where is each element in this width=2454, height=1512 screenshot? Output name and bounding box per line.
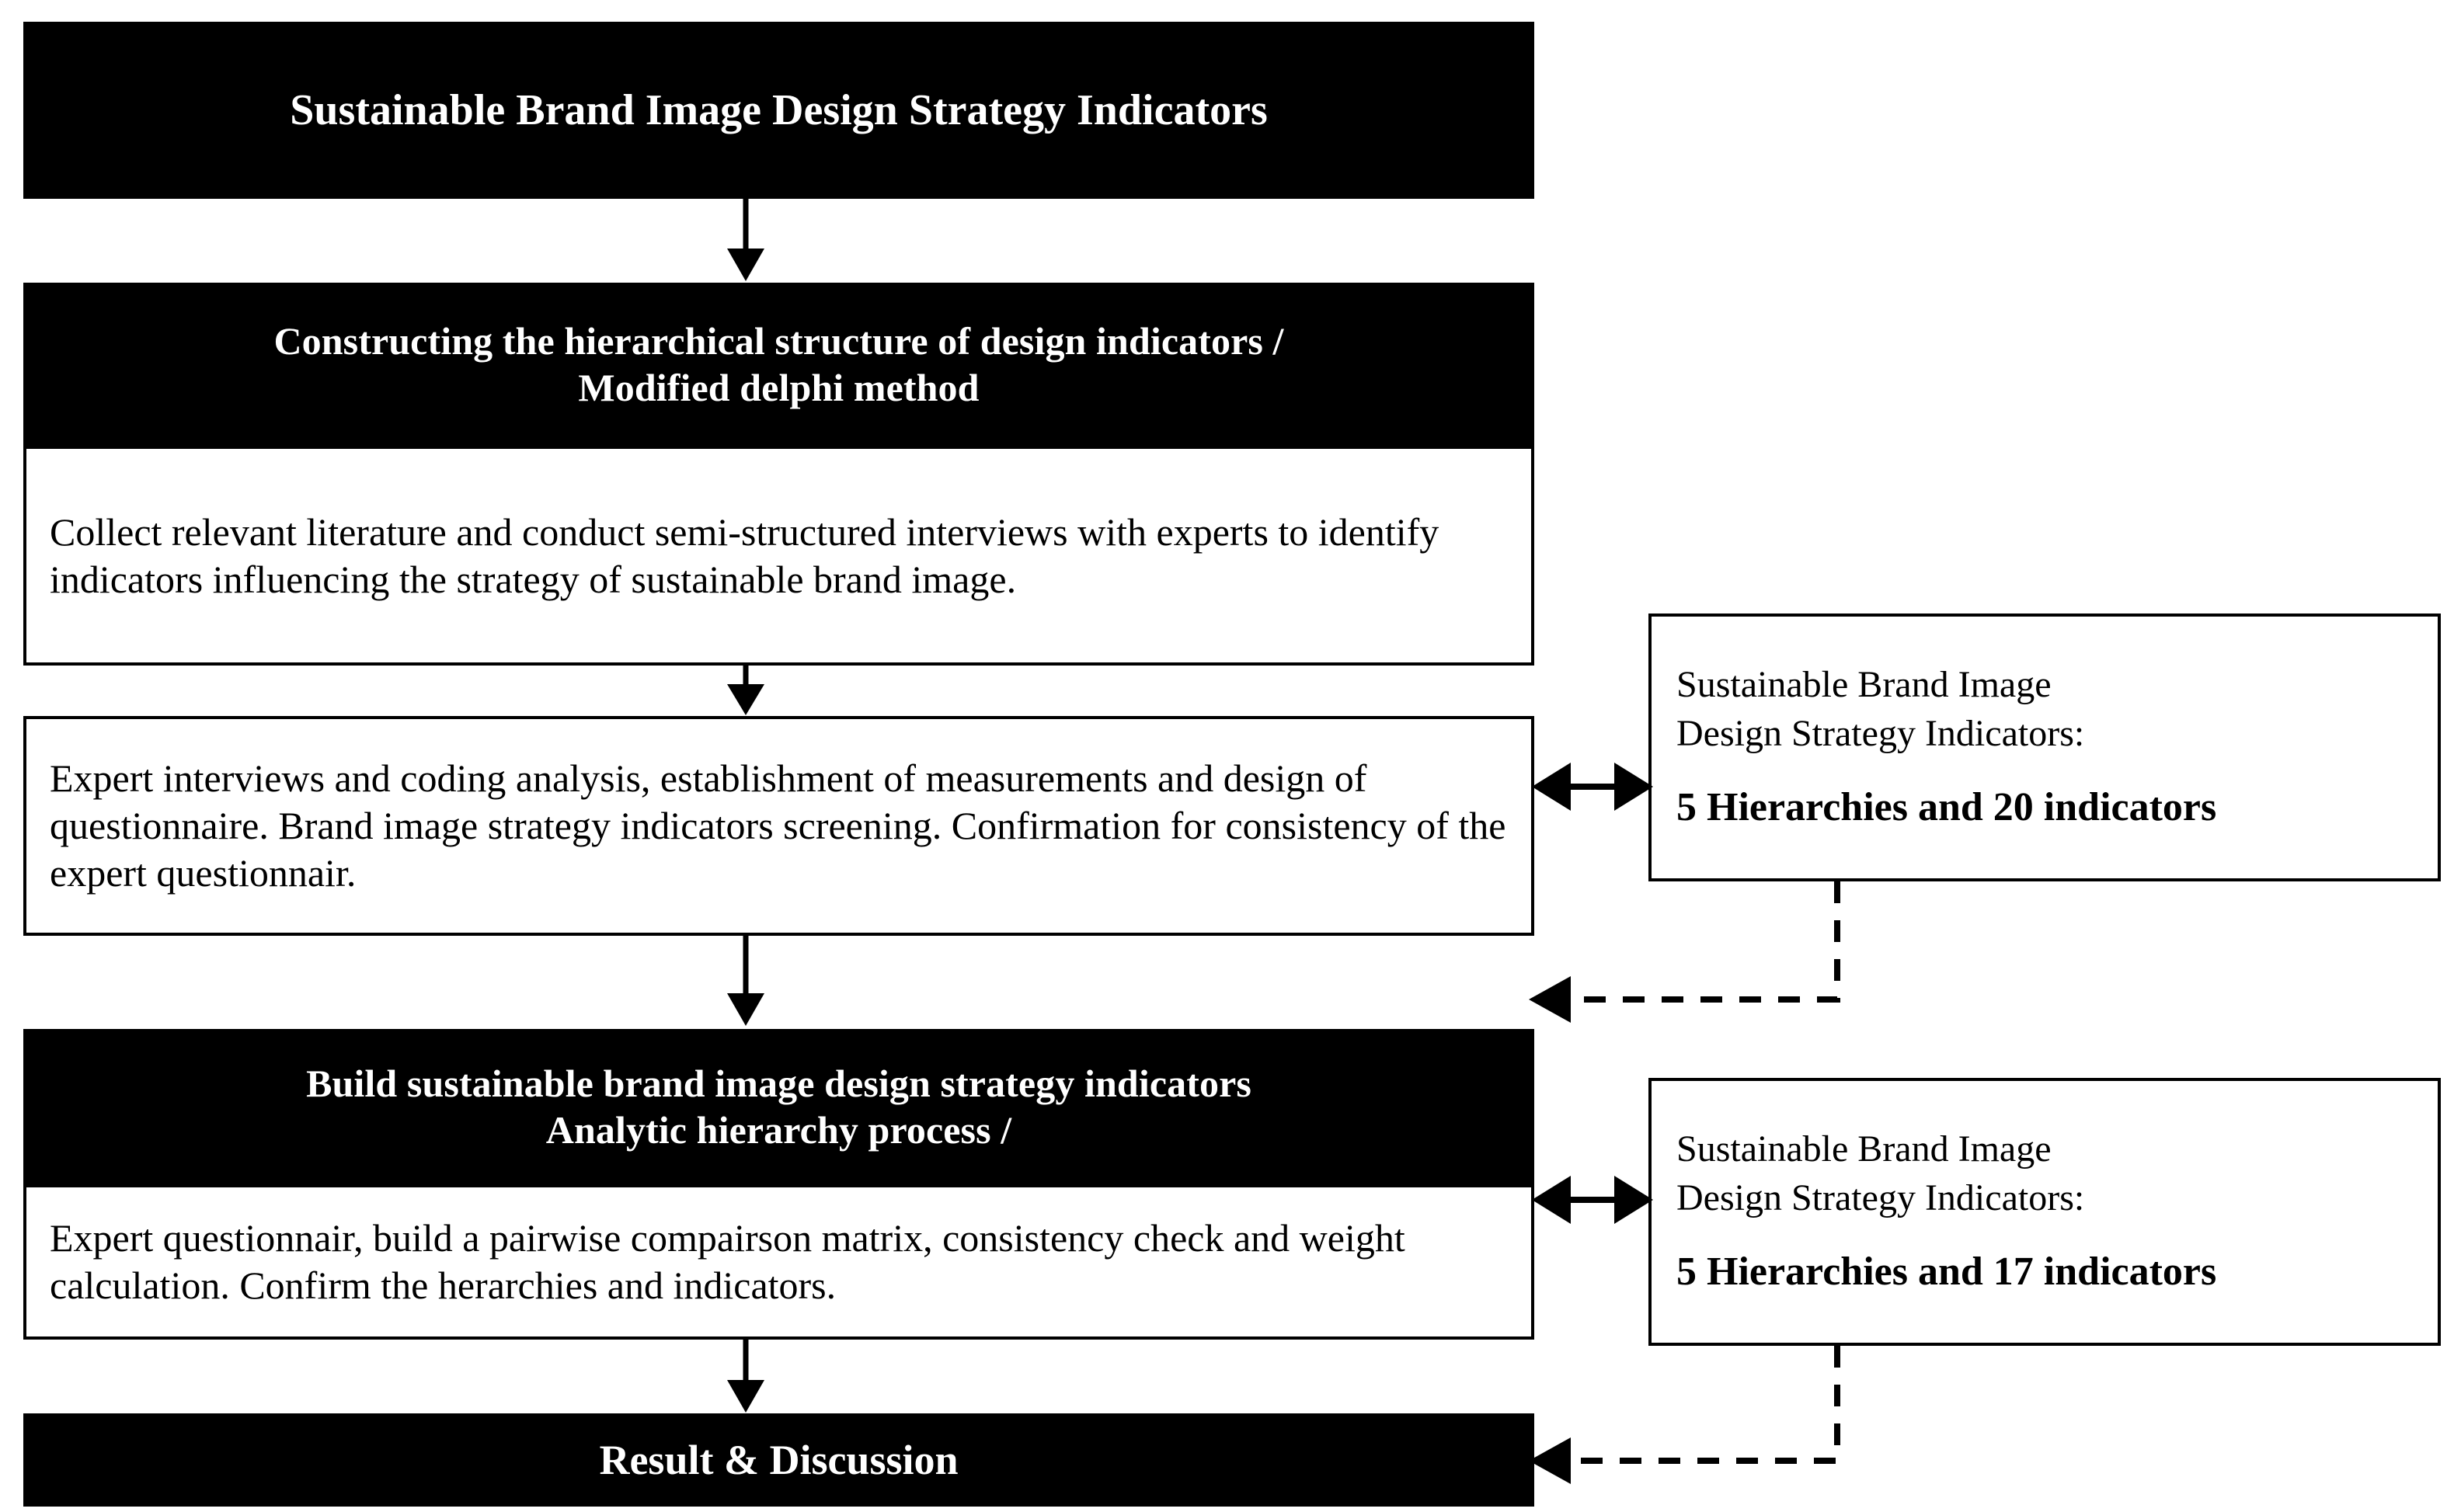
stage2-header-line1: Build sustainable brand image design str…: [306, 1062, 1251, 1105]
connector-stage2-to-panel2: [1532, 1176, 1653, 1224]
side-panel-1-line2: Design Strategy Indicators:: [1676, 712, 2085, 754]
side-panel-1: Sustainable Brand Image Design Strategy …: [1648, 613, 2441, 881]
side-panel-2-text: Sustainable Brand Image Design Strategy …: [1652, 1125, 2438, 1298]
title-box: Sustainable Brand Image Design Strategy …: [23, 22, 1534, 199]
result-box: Result & Discussion: [23, 1413, 1534, 1507]
stage2-body-box: Expert questionnair, build a pairwise co…: [23, 1184, 1534, 1340]
connector-detail-to-panel1: [1532, 763, 1653, 811]
stage1-header-line2: Modified delphi method: [578, 366, 980, 409]
connector-panel2-to-result-dashed: [1529, 1346, 1840, 1484]
side-panel-2: Sustainable Brand Image Design Strategy …: [1648, 1078, 2441, 1346]
stage1-header-box: Constructing the hierarchical structure …: [23, 283, 1534, 446]
stage2-header-line2: Analytic hierarchy process /: [545, 1108, 1012, 1152]
stage2-body-text: Expert questionnair, build a pairwise co…: [50, 1216, 1405, 1307]
stage1-detail-text: Expert interviews and coding analysis, e…: [50, 756, 1506, 895]
side-panel-2-emphasis: 5 Hierarchies and 17 indicators: [1676, 1250, 2217, 1295]
connector-panel1-to-stage2-dashed: [1529, 881, 1840, 1023]
connector-detail-to-stage2: [727, 936, 764, 1026]
side-panel-2-line2: Design Strategy Indicators:: [1676, 1177, 2085, 1218]
side-panel-1-text: Sustainable Brand Image Design Strategy …: [1652, 661, 2438, 833]
side-panel-1-line1: Sustainable Brand Image: [1676, 664, 2052, 706]
title-box-label: Sustainable Brand Image Design Strategy …: [290, 86, 1268, 134]
stage1-body-box: Collect relevant literature and conduct …: [23, 446, 1534, 666]
stage1-header-line1: Constructing the hierarchical structure …: [273, 319, 1284, 363]
connector-title-to-stage1: [727, 199, 764, 281]
connector-stage1-to-detail: [727, 666, 764, 715]
result-box-label: Result & Discussion: [599, 1437, 959, 1483]
stage1-body-text: Collect relevant literature and conduct …: [50, 509, 1439, 601]
side-panel-2-line1: Sustainable Brand Image: [1676, 1128, 2052, 1170]
stage2-header-box: Build sustainable brand image design str…: [23, 1029, 1534, 1184]
side-panel-1-emphasis: 5 Hierarchies and 20 indicators: [1676, 785, 2217, 830]
connector-stage2-to-result: [727, 1340, 764, 1413]
stage1-detail-box: Expert interviews and coding analysis, e…: [23, 716, 1534, 936]
